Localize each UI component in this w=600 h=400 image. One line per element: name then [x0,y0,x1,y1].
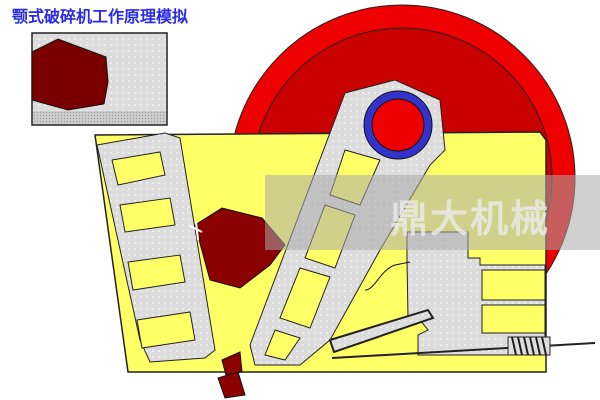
rock-inset [31,38,109,111]
diagram-title: 颚式破碎机工作原理模拟 [12,7,189,26]
wire [364,261,411,291]
spring [507,336,551,356]
rock [189,207,286,399]
watermark-band [265,175,600,250]
watermark-text: 鼎大机械 [390,197,551,241]
inset-view [31,32,168,126]
tension-rod [331,342,596,359]
fixed-jaw [96,132,216,363]
toggle-plate [328,308,435,354]
